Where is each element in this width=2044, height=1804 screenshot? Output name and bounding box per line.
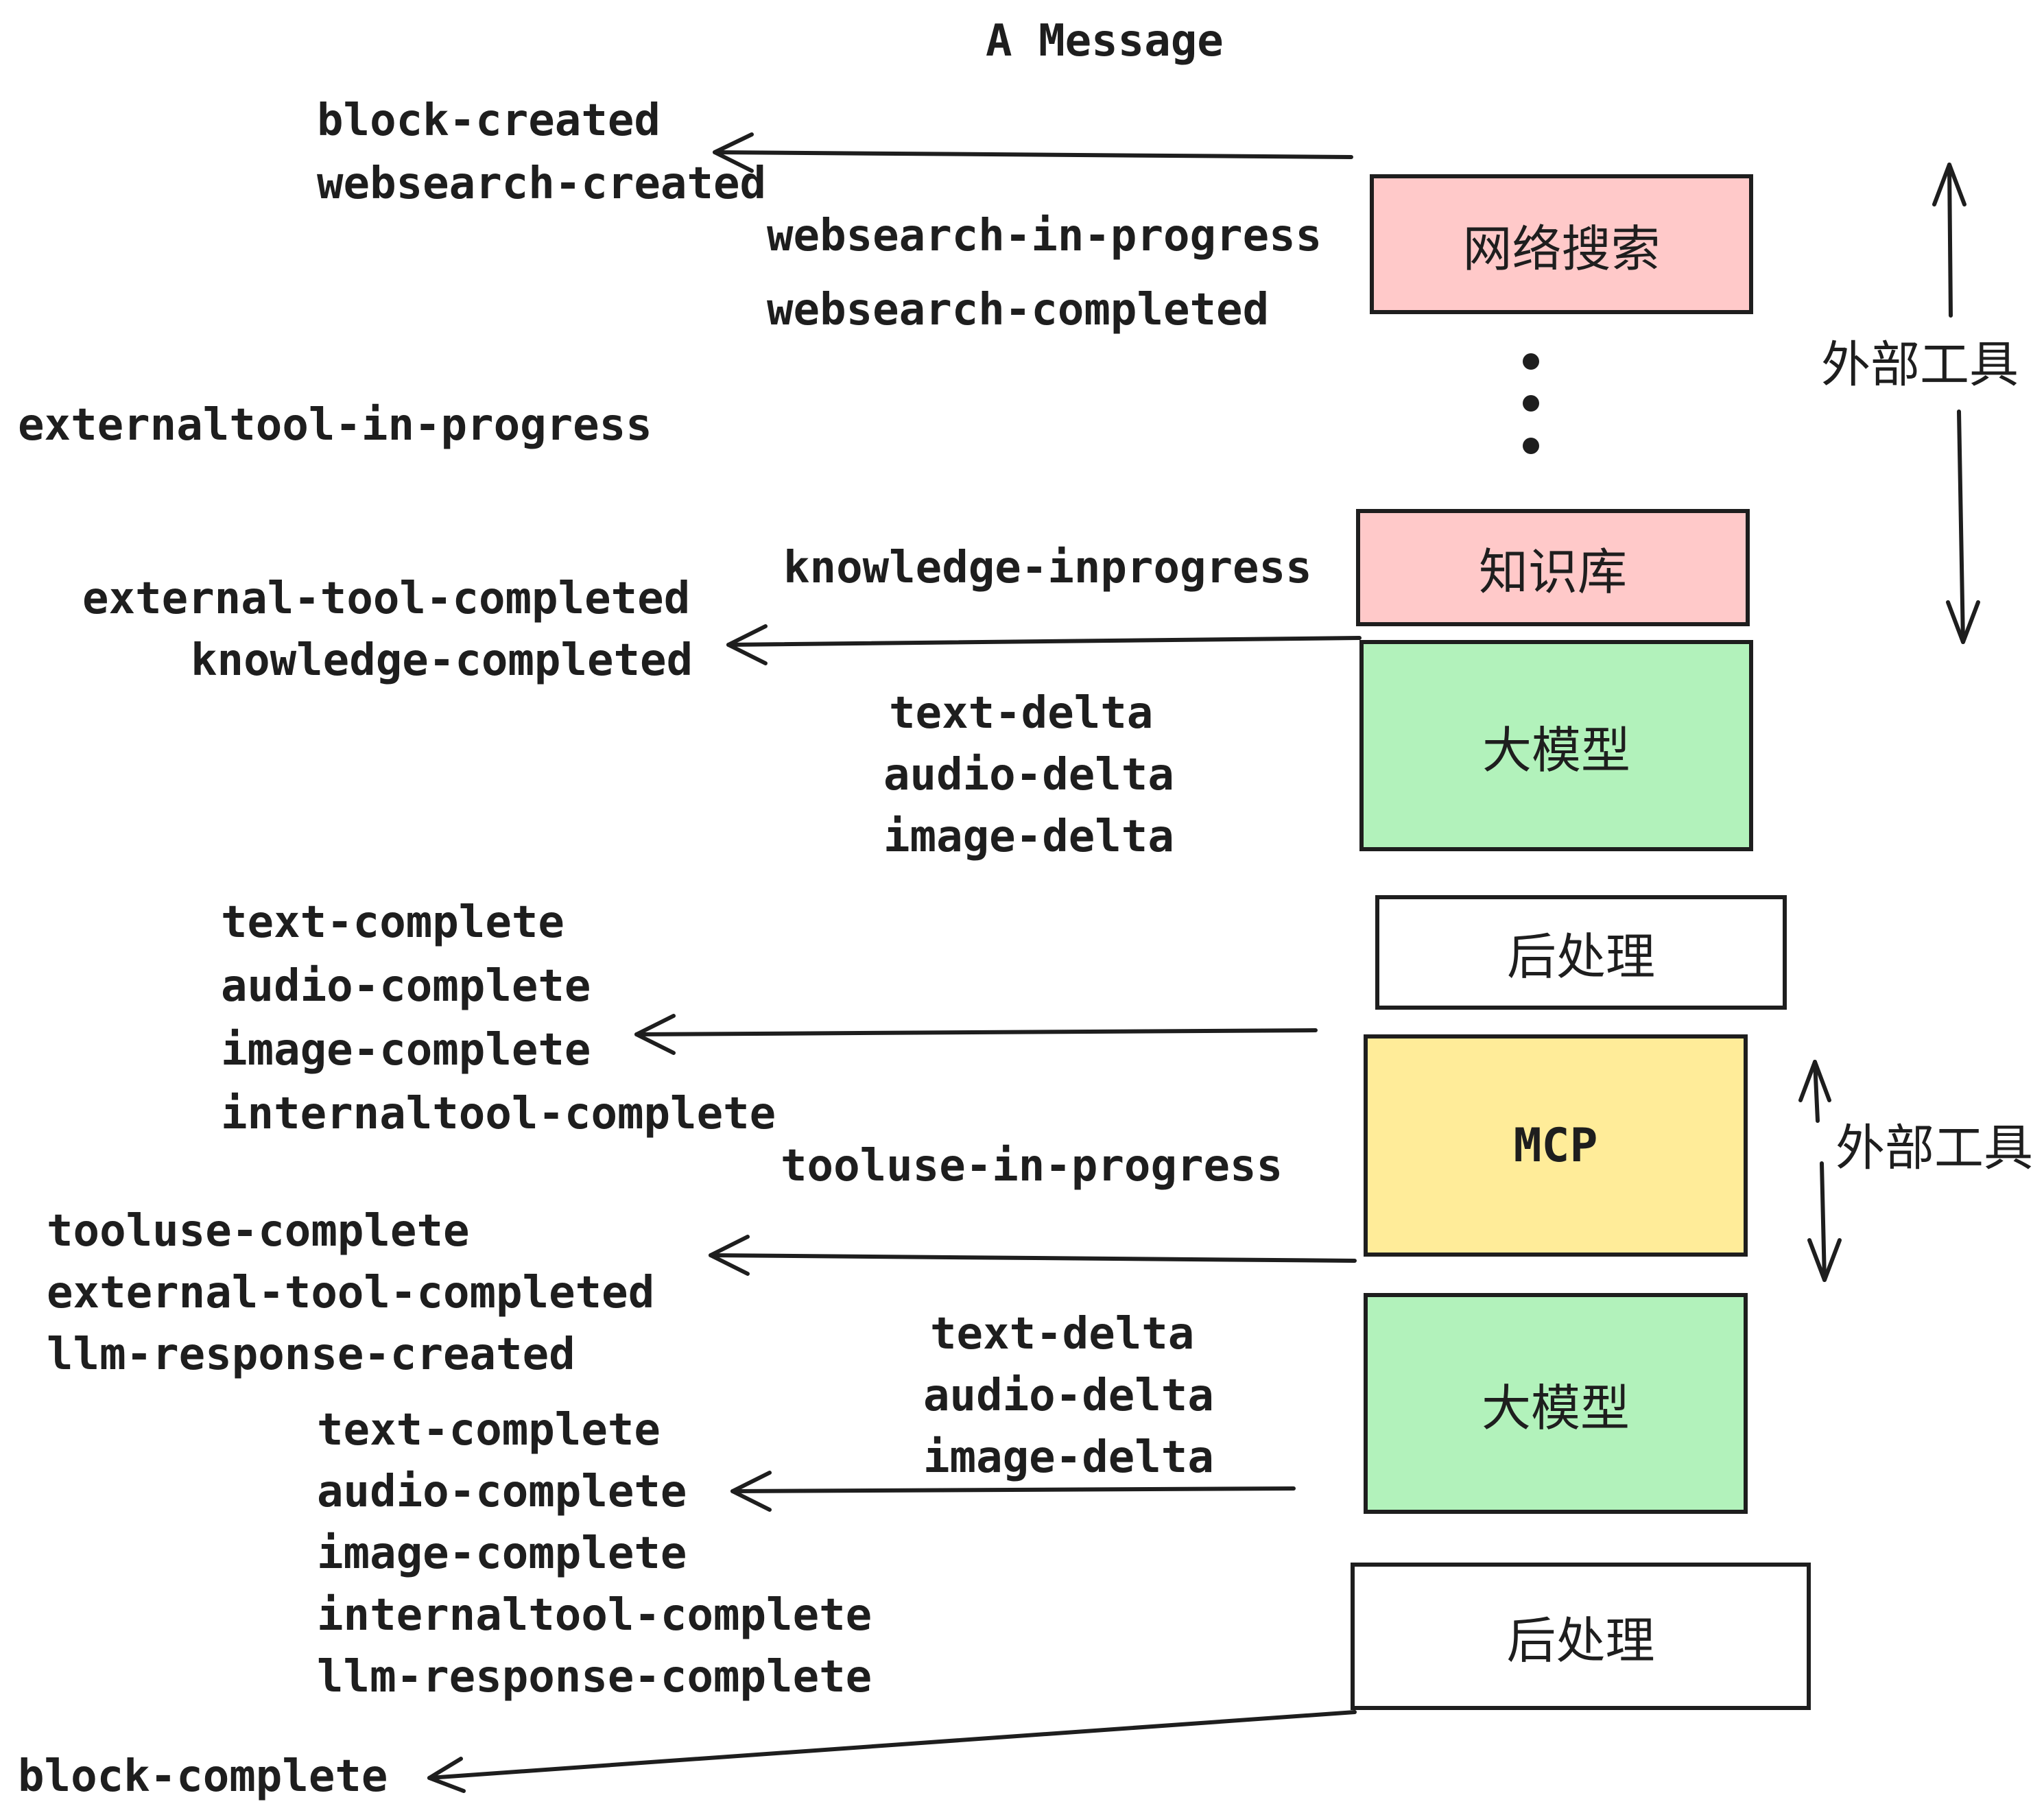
event-label-knowledge-completed: knowledge-completed [191,635,693,686]
box-label-postprocess-1: 后处理 [1506,928,1655,986]
arrow-mcp-to-tooluse-complete [709,1235,1357,1276]
arrow-external-tool-mcp-up [1798,1060,1831,1123]
event-label-websearch-completed: websearch-completed [767,285,1270,335]
event-label-block-created: block-created [317,95,661,146]
event-label-knowledge-inprogress: knowledge-inprogress [783,543,1312,593]
event-label-image-delta-2: image-delta [923,1432,1214,1483]
ellipsis-dot [1523,438,1539,454]
event-label-websearch-created: websearch-created [317,158,767,209]
arrow-websearch-to-block-created [713,132,1353,173]
box-label-websearch: 网络搜索 [1462,219,1661,278]
event-label-image-delta-1: image-delta [883,811,1174,862]
arrow-postprocess2-to-block-complete [427,1710,1357,1793]
event-label-tooluse-in-progress: tooluse-in-progress [781,1141,1283,1191]
arrow-external-tool-top-down [1946,410,1980,644]
event-label-audio-complete-1: audio-complete [221,961,591,1012]
event-label-image-complete-2: image-complete [317,1528,687,1579]
event-label-websearch-in-progress: websearch-in-progress [767,211,1322,261]
box-mcp: MCP [1364,1034,1748,1257]
event-label-llm-response-complete: llm-response-complete [317,1652,872,1702]
box-label-llm-1: 大模型 [1482,721,1630,779]
box-llm-1: 大模型 [1359,640,1753,851]
event-label-internaltool-complete-1: internaltool-complete [221,1089,776,1139]
ellipsis-dot [1523,353,1539,370]
event-label-tooluse-complete: tooluse-complete [47,1206,470,1257]
arrow-mcp-to-image-complete [634,1014,1318,1055]
diagram-title: A Message [986,16,1224,67]
arrow-llm1-to-knowledge-completed [726,624,1362,665]
event-label-external-tool-completed-1: external-tool-completed [82,573,691,624]
event-label-image-complete-1: image-complete [221,1025,591,1076]
event-label-block-complete: block-complete [18,1751,388,1802]
box-postprocess-2: 后处理 [1351,1563,1811,1710]
side-label-external-tool-mcp: 外部工具 [1835,1119,2034,1177]
event-label-text-complete-2: text-complete [317,1405,661,1456]
box-label-llm-2: 大模型 [1481,1379,1630,1437]
event-label-text-delta-2: text-delta [930,1309,1195,1360]
ellipsis-dot [1523,395,1539,412]
event-label-audio-delta-1: audio-delta [883,750,1174,800]
event-label-text-delta-1: text-delta [889,688,1154,739]
box-label-postprocess-2: 后处理 [1506,1612,1655,1670]
arrow-external-tool-top-up [1932,163,1966,318]
box-websearch: 网络搜索 [1370,174,1753,314]
box-llm-2: 大模型 [1364,1293,1748,1514]
box-label-knowledge: 知识库 [1478,543,1627,601]
box-knowledge: 知识库 [1356,509,1750,626]
box-postprocess-1: 后处理 [1375,895,1787,1010]
event-label-llm-response-created: llm-response-created [47,1329,575,1380]
event-label-external-tool-completed-2: external-tool-completed [47,1268,655,1318]
side-label-external-tool-top: 外部工具 [1821,335,2019,394]
event-label-audio-complete-2: audio-complete [317,1467,687,1517]
arrow-external-tool-mcp-down [1807,1161,1842,1282]
event-label-internaltool-complete-2: internaltool-complete [317,1590,872,1641]
box-label-mcp: MCP [1513,1118,1598,1173]
event-label-externaltool-in-progress: externaltool-in-progress [18,400,652,451]
event-label-text-complete-1: text-complete [221,897,565,948]
event-label-audio-delta-2: audio-delta [923,1370,1214,1421]
